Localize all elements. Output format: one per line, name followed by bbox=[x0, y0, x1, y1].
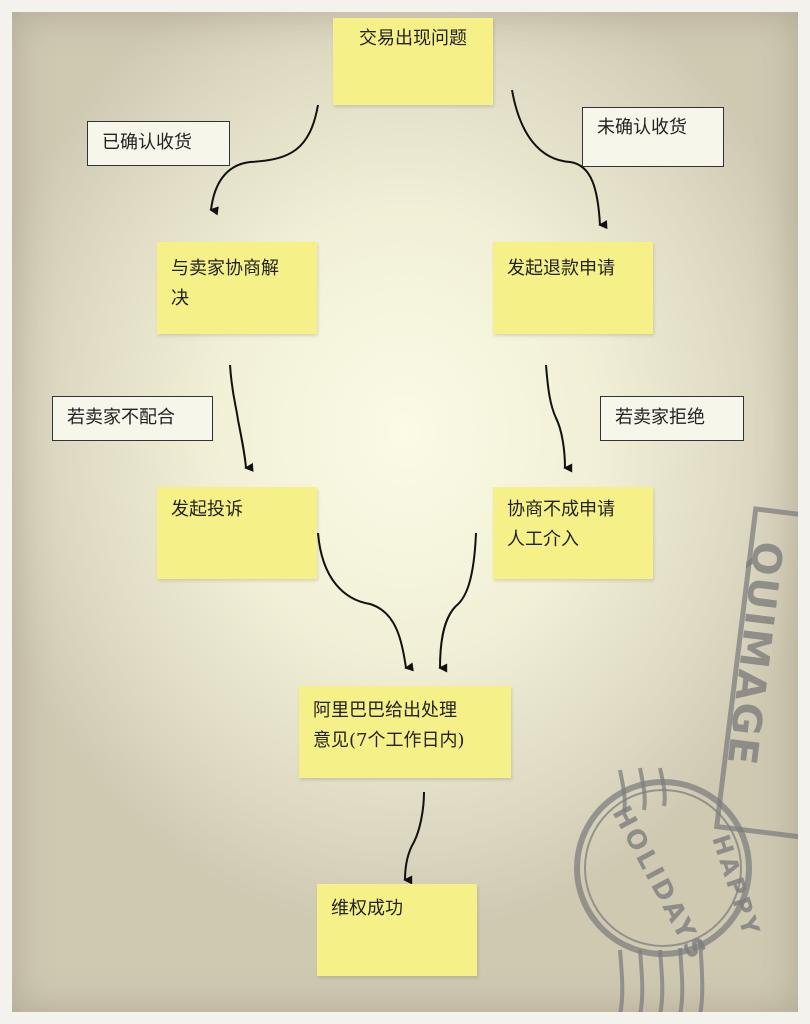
node-negotiate-with-seller: 与卖家协商解 决 bbox=[157, 242, 317, 334]
arrow-refund-to-intervene bbox=[545, 364, 573, 473]
watermark-brand-text: QUIMAGE bbox=[717, 539, 790, 769]
arrow-complaint-to-alibaba bbox=[317, 532, 414, 672]
arrow-problem-to-refund bbox=[511, 89, 608, 230]
arrow-alibaba-to-success bbox=[403, 791, 425, 885]
paper-background bbox=[12, 12, 798, 1012]
label-seller-uncooperative: 若卖家不配合 bbox=[52, 396, 213, 441]
node-complaint: 发起投诉 bbox=[157, 487, 317, 579]
stamp-happy-text: HAPPY bbox=[706, 831, 765, 941]
label-unconfirmed-receipt: 未确认收货 bbox=[582, 107, 724, 167]
label-seller-rejected: 若卖家拒绝 bbox=[600, 396, 744, 441]
node-alibaba-decision: 阿里巴巴给出处理 意见(7个工作日内) bbox=[299, 686, 511, 778]
arrow-problem-to-negotiate bbox=[209, 104, 319, 216]
arrow-intervene-to-alibaba bbox=[438, 532, 477, 673]
node-manual-intervention: 协商不成申请 人工介入 bbox=[493, 487, 653, 579]
node-trade-problem: 交易出现问题 bbox=[333, 18, 493, 105]
arrow-negotiate-to-complaint bbox=[229, 364, 254, 472]
node-rights-success: 维权成功 bbox=[317, 884, 477, 976]
label-confirmed-receipt: 已确认收货 bbox=[87, 121, 230, 166]
node-refund-request: 发起退款申请 bbox=[493, 242, 653, 334]
